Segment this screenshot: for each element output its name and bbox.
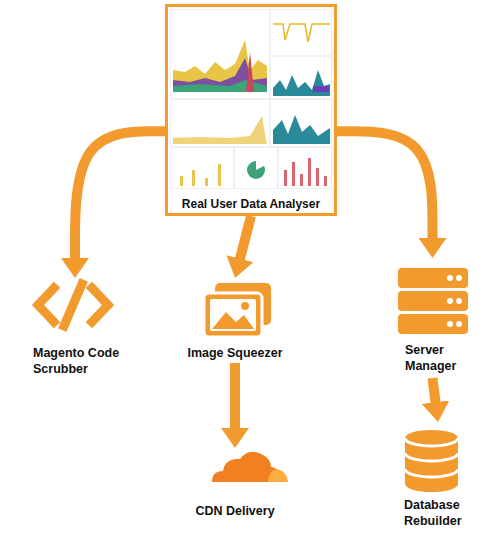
text-group: Database Rebuilder xyxy=(404,497,476,529)
service-node: Magento Code Scrubber xyxy=(20,278,130,373)
text-group: Image Squeezer xyxy=(185,345,285,361)
chart-bar xyxy=(205,178,208,186)
image-icon xyxy=(241,302,249,310)
cloud-icon xyxy=(268,469,288,482)
chart-panel xyxy=(271,10,331,55)
text-group: Magento Code Scrubber xyxy=(33,345,130,377)
server-light xyxy=(456,275,462,281)
code-icon xyxy=(92,288,108,322)
chart-area xyxy=(273,70,330,96)
chart-area xyxy=(273,115,330,144)
chart-bar xyxy=(308,158,311,186)
chart-panel xyxy=(171,10,269,98)
chart-area xyxy=(173,80,267,92)
server-icon xyxy=(398,291,468,311)
server-light xyxy=(456,298,462,304)
chart-panel xyxy=(271,100,331,146)
server-icon xyxy=(398,268,468,288)
chart-area xyxy=(173,116,267,144)
text-group: Real User Data Analyser xyxy=(168,196,334,212)
service-node: Image Squeezer xyxy=(185,278,285,363)
chart-panel xyxy=(235,148,277,188)
node-label: Database Rebuilder xyxy=(404,497,476,529)
chart-bar xyxy=(324,176,327,186)
chart-panel xyxy=(271,57,331,98)
chart-bar xyxy=(180,176,183,186)
box-caption: Real User Data Analyser xyxy=(168,196,334,212)
code-icon xyxy=(64,284,82,326)
server-light xyxy=(447,275,453,281)
node-label: Server Manager xyxy=(405,342,470,374)
chart-area xyxy=(173,58,267,92)
database-icon xyxy=(405,430,458,492)
flow-arrow xyxy=(433,378,436,403)
chart-spike xyxy=(246,52,254,92)
chart-panel xyxy=(171,148,233,188)
pie-slice xyxy=(256,161,264,170)
text-group: Server Manager xyxy=(405,342,470,374)
chart-bar xyxy=(292,162,295,186)
image-icon xyxy=(212,312,254,329)
pie-chart xyxy=(247,161,265,179)
node-label: Magento Code Scrubber xyxy=(33,345,130,377)
database-icon xyxy=(405,438,458,446)
flow-arrow xyxy=(75,131,165,259)
server-light xyxy=(447,321,453,327)
chart-line xyxy=(273,24,330,42)
database-icon xyxy=(405,453,458,461)
dashboard-background xyxy=(170,9,332,189)
flow-arrow xyxy=(230,363,240,429)
chart-bar xyxy=(192,170,195,186)
chart-area xyxy=(173,40,267,92)
node-label: Image Squeezer xyxy=(185,345,285,361)
chart-bar xyxy=(284,170,287,186)
cloud-icon xyxy=(212,452,281,482)
service-node: CDN Delivery xyxy=(185,448,285,520)
service-node: Database Rebuilder xyxy=(398,422,478,532)
server-icon xyxy=(398,314,468,334)
image-icon xyxy=(204,293,262,337)
chart-button xyxy=(313,86,329,92)
server-light xyxy=(447,298,453,304)
text-group: CDN Delivery xyxy=(185,503,285,519)
chart-panel xyxy=(171,100,269,146)
image-icon xyxy=(215,283,271,325)
database-icon xyxy=(405,469,458,477)
chart-panel xyxy=(279,148,331,188)
chart-bar xyxy=(316,168,319,186)
service-node: Server Manager xyxy=(395,258,470,378)
image-icon xyxy=(210,299,256,331)
node-label: CDN Delivery xyxy=(185,503,285,519)
chart-bar xyxy=(300,174,303,186)
flow-arrow xyxy=(240,216,251,260)
code-icon xyxy=(38,288,54,322)
dashboard-box: Real User Data Analyser xyxy=(165,4,337,216)
flow-arrow xyxy=(337,131,433,239)
chart-bar xyxy=(218,164,221,186)
server-light xyxy=(456,321,462,327)
